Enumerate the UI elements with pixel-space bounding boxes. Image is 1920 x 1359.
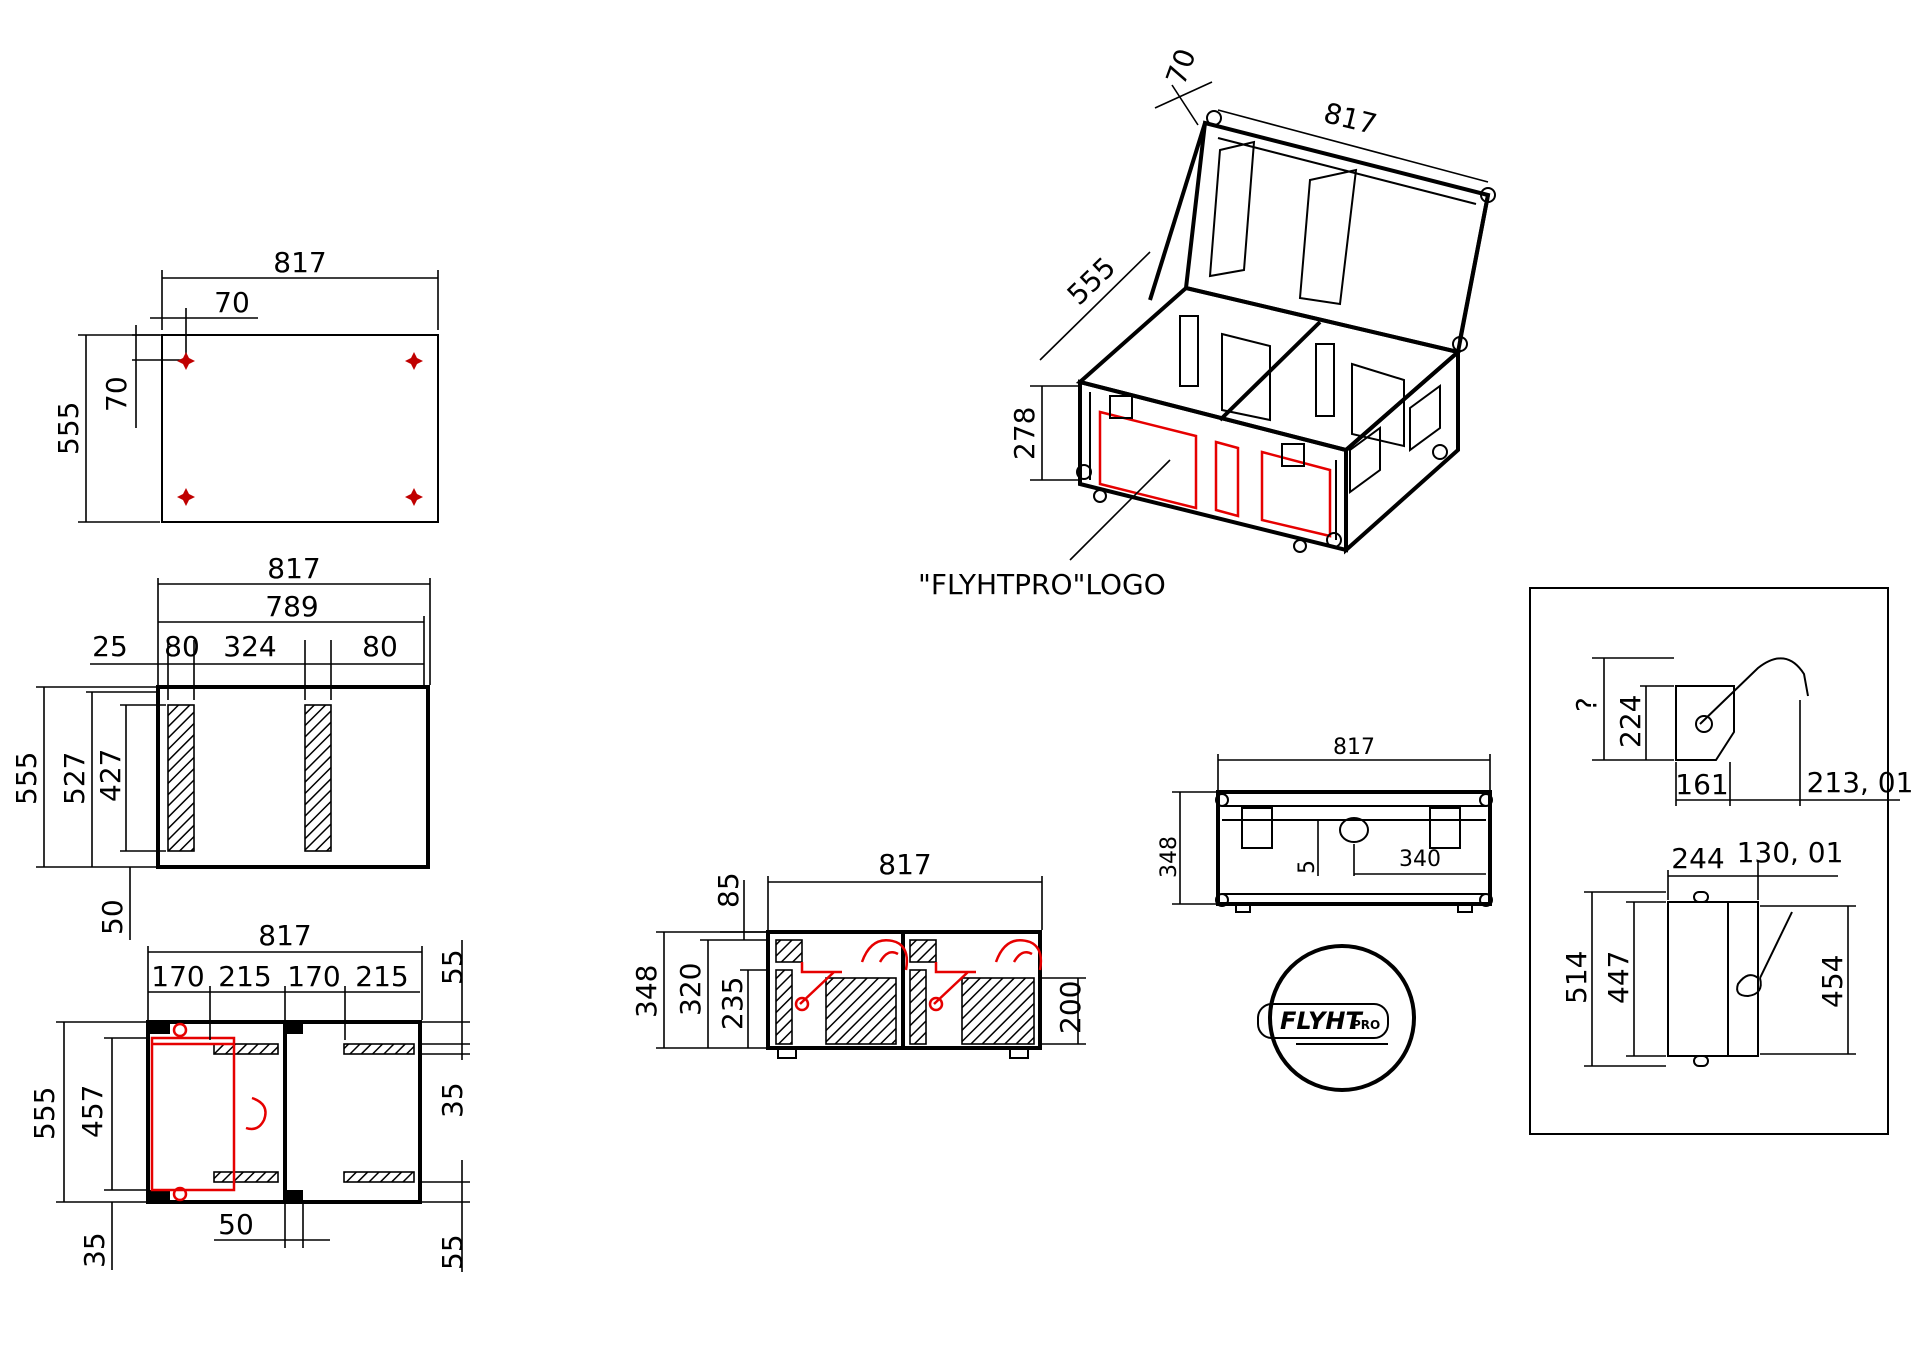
dim-st-block-len: 427 bbox=[94, 749, 127, 802]
dim-plan-depth: 555 bbox=[52, 402, 85, 455]
dim-st-block-left: 80 bbox=[164, 630, 200, 663]
dim-fs-top: 85 bbox=[712, 872, 745, 908]
dim-fe-offset: 340 bbox=[1399, 847, 1441, 872]
dim-sm-inner: 457 bbox=[76, 1085, 109, 1138]
front-elev-outline bbox=[1216, 790, 1492, 906]
dim-db-h3: 447 bbox=[1602, 951, 1635, 1004]
dim-sm-seg2: 215 bbox=[218, 960, 271, 993]
dim-db-q: ? bbox=[1570, 697, 1603, 712]
dim-plan-width: 817 bbox=[273, 246, 326, 279]
view-section-mid: 817 170 215 170 215 555 457 35 50 55 35 … bbox=[28, 919, 470, 1272]
dim-sm-overall: 817 bbox=[258, 919, 311, 952]
red-handle-left-icon bbox=[799, 939, 909, 1005]
dim-plan-offset-y: 70 bbox=[100, 376, 133, 412]
dim-st-depth: 555 bbox=[10, 752, 43, 805]
dim-sm-seg4: 215 bbox=[355, 960, 408, 993]
hook-arm-icon bbox=[1699, 657, 1809, 725]
detail-box-frame bbox=[1529, 587, 1889, 1135]
dim-db-w4: 130, 01 bbox=[1737, 836, 1844, 869]
logo-text: FLYHT bbox=[1280, 1007, 1363, 1035]
dim-st-block-right: 80 bbox=[362, 630, 398, 663]
dim-fe-height: 348 bbox=[1157, 836, 1182, 878]
red-logo-left bbox=[1098, 410, 1198, 510]
dim-st-inner-depth: 527 bbox=[58, 752, 91, 805]
dim-sm-seg1: 170 bbox=[151, 960, 204, 993]
dim-iso-height: 278 bbox=[1008, 407, 1041, 460]
hook-plate-bottom bbox=[1667, 901, 1759, 1057]
hatch-block-left bbox=[167, 704, 195, 852]
dim-sm-right-bottom: 55 bbox=[436, 1234, 469, 1270]
hook-plate-top bbox=[1675, 685, 1735, 761]
view-front-elevation: 817 348 5 340 bbox=[1157, 735, 1493, 913]
dim-sm-right-mid: 35 bbox=[436, 1082, 469, 1118]
logo-callout-label: "FLYHTPRO"LOGO bbox=[918, 568, 1166, 601]
case-front bbox=[1078, 379, 1348, 553]
dim-fs-lower: 235 bbox=[716, 977, 749, 1030]
hatch-block-right bbox=[304, 704, 332, 852]
dim-st-edge: 25 bbox=[92, 630, 128, 663]
hook-side-icon bbox=[1736, 974, 1762, 998]
dim-plan-offset-x: 70 bbox=[214, 286, 250, 319]
dim-db-h2: 514 bbox=[1560, 951, 1593, 1004]
dim-st-overall: 817 bbox=[267, 552, 320, 585]
dim-fs-height: 348 bbox=[630, 965, 663, 1018]
latch-right-icon bbox=[1429, 807, 1461, 849]
dim-fs-width: 817 bbox=[878, 848, 931, 881]
mounting-holes bbox=[177, 352, 423, 506]
dim-fs-inner: 320 bbox=[674, 963, 707, 1016]
logo-detail-circle bbox=[1268, 944, 1416, 1092]
dim-sm-gap: 50 bbox=[218, 1208, 254, 1241]
dim-fe-small: 5 bbox=[1295, 860, 1320, 874]
dim-iso-lid: 70 bbox=[1159, 44, 1202, 89]
dim-st-gap: 324 bbox=[223, 630, 276, 663]
view-logo-detail: FLYHT PRO bbox=[1257, 944, 1416, 1092]
red-handle-right-icon bbox=[933, 939, 1043, 1005]
view-top-plan: 817 70 70 555 bbox=[52, 246, 439, 523]
dim-db-w2: 213, 01 bbox=[1807, 766, 1914, 799]
view-detail-box: ? 224 161 213, 01 244 130, 01 514 447 45… bbox=[1529, 587, 1914, 1135]
case-side bbox=[1344, 347, 1460, 555]
dim-iso-length: 817 bbox=[1320, 96, 1380, 141]
section-top-outline bbox=[156, 685, 430, 869]
view-front-section: 817 85 348 320 235 200 bbox=[630, 848, 1087, 1059]
lid-outline bbox=[1183, 120, 1491, 355]
dim-db-w1: 161 bbox=[1675, 768, 1728, 801]
dim-db-w3: 244 bbox=[1671, 842, 1724, 875]
dim-iso-depth: 555 bbox=[1061, 251, 1122, 312]
dim-db-h4: 454 bbox=[1816, 955, 1849, 1008]
dim-sm-right-top: 55 bbox=[436, 949, 469, 985]
red-handle-icon bbox=[245, 1096, 267, 1131]
dim-sm-bottom: 35 bbox=[78, 1232, 111, 1268]
red-tray-outline bbox=[150, 1036, 236, 1192]
latch-left-icon bbox=[1241, 807, 1273, 849]
logo-badge-icon bbox=[1339, 817, 1369, 843]
dim-db-h1: 224 bbox=[1614, 695, 1647, 748]
dim-fs-right: 200 bbox=[1054, 981, 1087, 1034]
dim-st-bottom: 50 bbox=[96, 899, 129, 935]
dim-fe-width: 817 bbox=[1333, 735, 1375, 760]
logo-subtext: PRO bbox=[1352, 1018, 1380, 1032]
dim-st-inner: 789 bbox=[265, 590, 318, 623]
plan-outline bbox=[161, 334, 439, 523]
view-section-top: 817 789 25 80 324 80 555 527 427 50 bbox=[10, 552, 431, 940]
dim-sm-depth: 555 bbox=[28, 1087, 61, 1140]
view-isometric: 70 817 555 278 "FLYHTPRO"LOGO bbox=[918, 44, 1496, 601]
dim-sm-seg3: 170 bbox=[287, 960, 340, 993]
